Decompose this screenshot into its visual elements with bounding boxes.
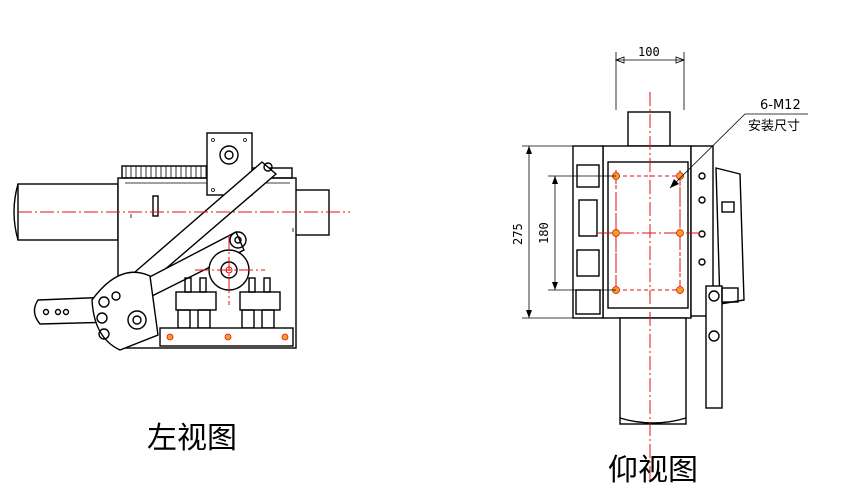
motor-endcap-left xyxy=(13,183,19,241)
dim-label-100: 100 xyxy=(638,45,660,59)
crank-arm xyxy=(705,285,723,409)
dim-label-180: 180 xyxy=(537,222,551,244)
install-size-label: 安装尺寸 xyxy=(748,119,800,134)
bottom-motor xyxy=(619,317,687,425)
left-view-caption: 左视图 xyxy=(147,421,237,456)
top-motor xyxy=(627,111,671,147)
bottom-view-caption: 仰视图 xyxy=(608,453,698,488)
terminal-blocks xyxy=(175,277,281,329)
left-view xyxy=(13,132,350,351)
bottom-view xyxy=(522,52,808,480)
bolt-leader xyxy=(669,113,808,189)
bolt-spec-label: 6-M12 xyxy=(760,98,801,113)
crank-linkage xyxy=(715,167,745,305)
dim-label-275: 275 xyxy=(511,223,525,245)
